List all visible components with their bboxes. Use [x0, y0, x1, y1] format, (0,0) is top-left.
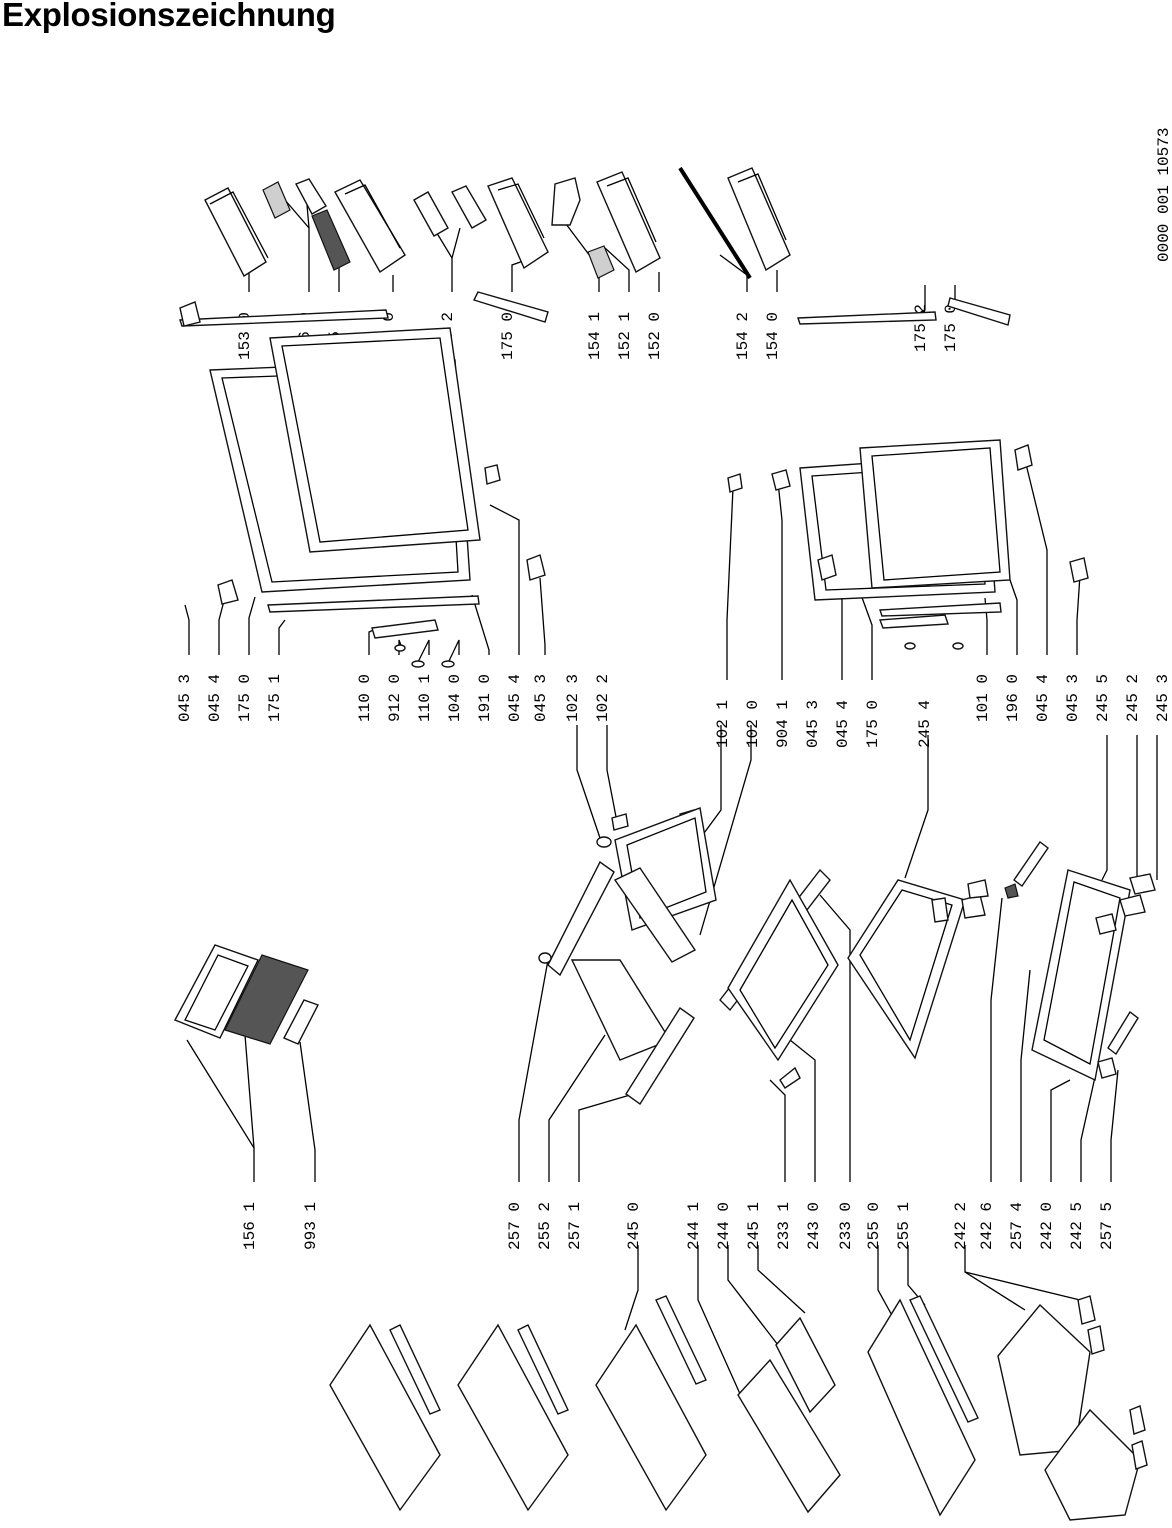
part-number-label: 102 2	[594, 674, 612, 722]
glass-shelf-255	[867, 1295, 979, 1517]
part-number-label: 045 4	[1034, 674, 1052, 722]
part-number-label: 242 5	[1068, 1202, 1086, 1250]
part-number-label: 045 3	[532, 674, 550, 722]
part-number-label: 257 1	[566, 1202, 584, 1250]
upper-door-assembly	[179, 291, 549, 613]
part-number-label: 045 3	[176, 674, 194, 722]
door-shelf-155-0	[334, 179, 406, 274]
part-number-label: 904 1	[774, 700, 792, 748]
egg-tray-155-1	[311, 209, 351, 271]
part-number-label: 045 4	[506, 674, 524, 722]
part-number-label: 175 2	[912, 304, 930, 352]
crisper-boxes	[997, 1295, 1148, 1521]
part-number-label: 102 0	[744, 700, 762, 748]
part-number-label: 152 0	[646, 312, 664, 360]
part-number-label: 243 0	[805, 1202, 823, 1250]
part-number-label: 104 0	[446, 674, 464, 722]
part-number-label: 045 4	[834, 700, 852, 748]
part-number-label: 245 0	[625, 1202, 643, 1250]
handle-993-1	[283, 999, 319, 1045]
door-shelf-152-0	[596, 171, 661, 274]
part-number-label: 242 6	[978, 1202, 996, 1250]
part-number-label: 257 5	[1098, 1202, 1116, 1250]
part-number-label: 912 0	[386, 674, 404, 722]
part-number-label: 242 0	[1038, 1202, 1056, 1250]
part-number-label: 154 0	[764, 312, 782, 360]
part-number-label: 257 0	[506, 1202, 524, 1250]
part-number-label: 233 0	[837, 1202, 855, 1250]
drawer-parts-242-257	[1004, 841, 1156, 1082]
part-number-label: 257 4	[1008, 1202, 1026, 1250]
shelf-clip-154-1	[551, 177, 581, 226]
tray-and-insert-156-1	[174, 944, 309, 1045]
part-number-label: 045 3	[804, 700, 822, 748]
part-number-label: 191 0	[476, 674, 494, 722]
door-bottle-shelf-153-0	[204, 187, 269, 278]
part-number-label: 993 1	[302, 1202, 320, 1250]
part-number-label: 045 3	[1064, 674, 1082, 722]
door-tray-lids-156-2	[413, 185, 487, 237]
part-number-label: 245 1	[745, 1202, 763, 1250]
part-number-label: 102 3	[564, 674, 582, 722]
door-shelf-175-0	[487, 177, 549, 270]
crisper-tray-233-243	[719, 868, 839, 1089]
part-number-label: 255 0	[865, 1202, 883, 1250]
part-number-label: 175 0	[942, 304, 960, 352]
wire-shelves	[329, 1295, 841, 1514]
part-number-label: 233 1	[775, 1202, 793, 1250]
lower-door-assembly	[727, 297, 1089, 650]
part-number-label: 245 2	[1124, 674, 1142, 722]
part-number-label: 245 3	[1154, 674, 1172, 722]
part-number-label: 101 0	[974, 674, 992, 722]
part-number-label: 196 0	[1004, 674, 1022, 722]
part-number-label: 175 0	[499, 312, 517, 360]
freezer-drawer-245-4	[847, 879, 989, 1060]
part-number-label: 242 2	[952, 1202, 970, 1250]
part-number-label: 154 2	[734, 312, 752, 360]
retaining-bar-154-2	[678, 166, 752, 280]
part-number-label: 175 0	[864, 700, 882, 748]
part-number-label: 102 1	[714, 700, 732, 748]
part-number-label: 154 1	[586, 312, 604, 360]
part-number-label: 175 0	[236, 674, 254, 722]
hinge-parts-110-912-104	[371, 619, 455, 668]
part-number-label: 152 1	[616, 312, 634, 360]
part-number-label: 244 1	[685, 1202, 703, 1250]
part-number-label: 156 1	[241, 1202, 259, 1250]
egg-tray-insert-156-0	[262, 178, 327, 219]
part-number-label: 255 1	[895, 1202, 913, 1250]
part-number-label: 045 4	[206, 674, 224, 722]
door-shelf-154-0	[727, 167, 791, 272]
page-title: Explosionszeichnung	[2, 0, 336, 33]
part-number-label: 245 5	[1094, 674, 1112, 722]
document-number: 0000 001 10573	[1155, 128, 1172, 262]
part-number-label: 245 4	[916, 700, 934, 748]
part-number-label: 110 1	[416, 674, 434, 722]
flap-and-cover-assembly	[538, 807, 717, 1106]
part-number-label: 255 2	[536, 1202, 554, 1250]
shelf-insert-152-1	[587, 245, 615, 279]
part-number-label: 110 0	[356, 674, 374, 722]
part-number-label: 244 0	[715, 1202, 733, 1250]
part-number-label: 175 1	[266, 674, 284, 722]
